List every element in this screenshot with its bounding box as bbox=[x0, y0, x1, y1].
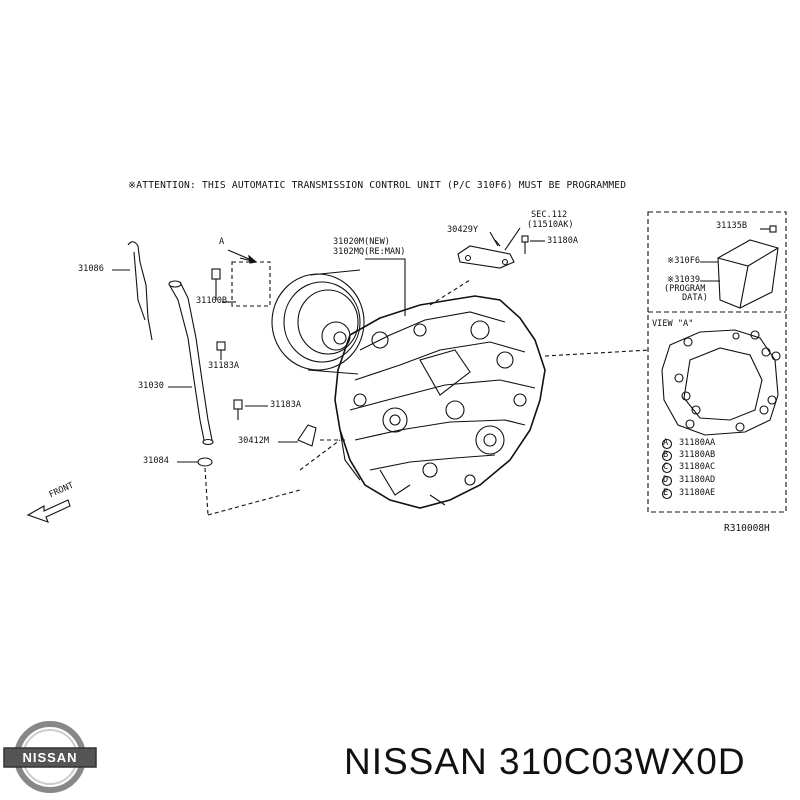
view-a-title: VIEW "A" bbox=[652, 319, 694, 329]
label-31030: 31030 bbox=[138, 381, 164, 391]
attention-note: ※ATTENTION: THIS AUTOMATIC TRANSMISSION … bbox=[128, 180, 627, 191]
front-arrow bbox=[26, 499, 71, 523]
label-31135b: 31135B bbox=[716, 221, 748, 231]
bracket-30429y bbox=[457, 227, 521, 269]
legend-code-c: 31180AC bbox=[679, 462, 716, 472]
label-310f6: ※310F6 bbox=[667, 256, 701, 266]
tcu-module bbox=[700, 225, 779, 309]
part-number-title: NISSAN 310C03WX0D bbox=[344, 741, 746, 782]
label-11510ak: (11510AK) bbox=[527, 220, 574, 230]
legend-key-e: E bbox=[663, 488, 669, 498]
label-program: (PROGRAM bbox=[664, 284, 706, 294]
nissan-logo-text: NISSAN bbox=[22, 750, 78, 765]
transmission-case bbox=[334, 295, 546, 509]
o-ring-31084 bbox=[177, 457, 301, 516]
legend-key-c: C bbox=[663, 462, 669, 472]
dipstick-31086 bbox=[112, 241, 153, 341]
label-31183a-bottom: 31183A bbox=[270, 400, 302, 410]
view-a-gasket bbox=[661, 329, 781, 436]
reference-code: R310008H bbox=[724, 523, 770, 534]
label-30429y: 30429Y bbox=[447, 225, 479, 235]
bolt-31180a bbox=[521, 235, 545, 254]
legend-code-e: 31180AE bbox=[679, 488, 716, 498]
legend-key-b: B bbox=[663, 450, 669, 460]
label-sec-112: SEC.112 bbox=[531, 210, 568, 220]
nissan-logo bbox=[3, 721, 97, 793]
label-31084: 31084 bbox=[143, 456, 169, 466]
label-data: DATA) bbox=[682, 293, 708, 303]
legend-code-a: 31180AA bbox=[679, 438, 716, 448]
label-30412m: 30412M bbox=[238, 436, 270, 446]
bracket-30412m bbox=[278, 424, 317, 447]
label-31180a: 31180A bbox=[547, 236, 579, 246]
torque-converter bbox=[271, 269, 365, 375]
label-31183a-top: 31183A bbox=[208, 361, 240, 371]
legend-key-a: A bbox=[663, 438, 669, 448]
bolt-31183a-top bbox=[216, 341, 226, 360]
label-arrow-a: A bbox=[219, 237, 225, 247]
bolt-31183a-bottom bbox=[233, 399, 268, 420]
legend-code-d: 31180AD bbox=[679, 475, 716, 485]
bolt-31100b bbox=[211, 268, 236, 303]
legend-code-b: 31180AB bbox=[679, 450, 716, 460]
legend-key-d: D bbox=[663, 475, 669, 485]
label-31020m: 31020M(NEW) bbox=[333, 237, 390, 247]
view-a-arrow bbox=[227, 249, 258, 264]
legend-markers bbox=[661, 438, 673, 500]
tcu-box bbox=[647, 211, 787, 513]
label-31100b: 31100B bbox=[196, 296, 228, 306]
label-31039: ※31039 bbox=[667, 275, 701, 285]
label-3102mq: 3102MQ(RE:MAN) bbox=[333, 247, 406, 257]
label-31086: 31086 bbox=[78, 264, 104, 274]
oil-tube-31030 bbox=[168, 280, 214, 446]
